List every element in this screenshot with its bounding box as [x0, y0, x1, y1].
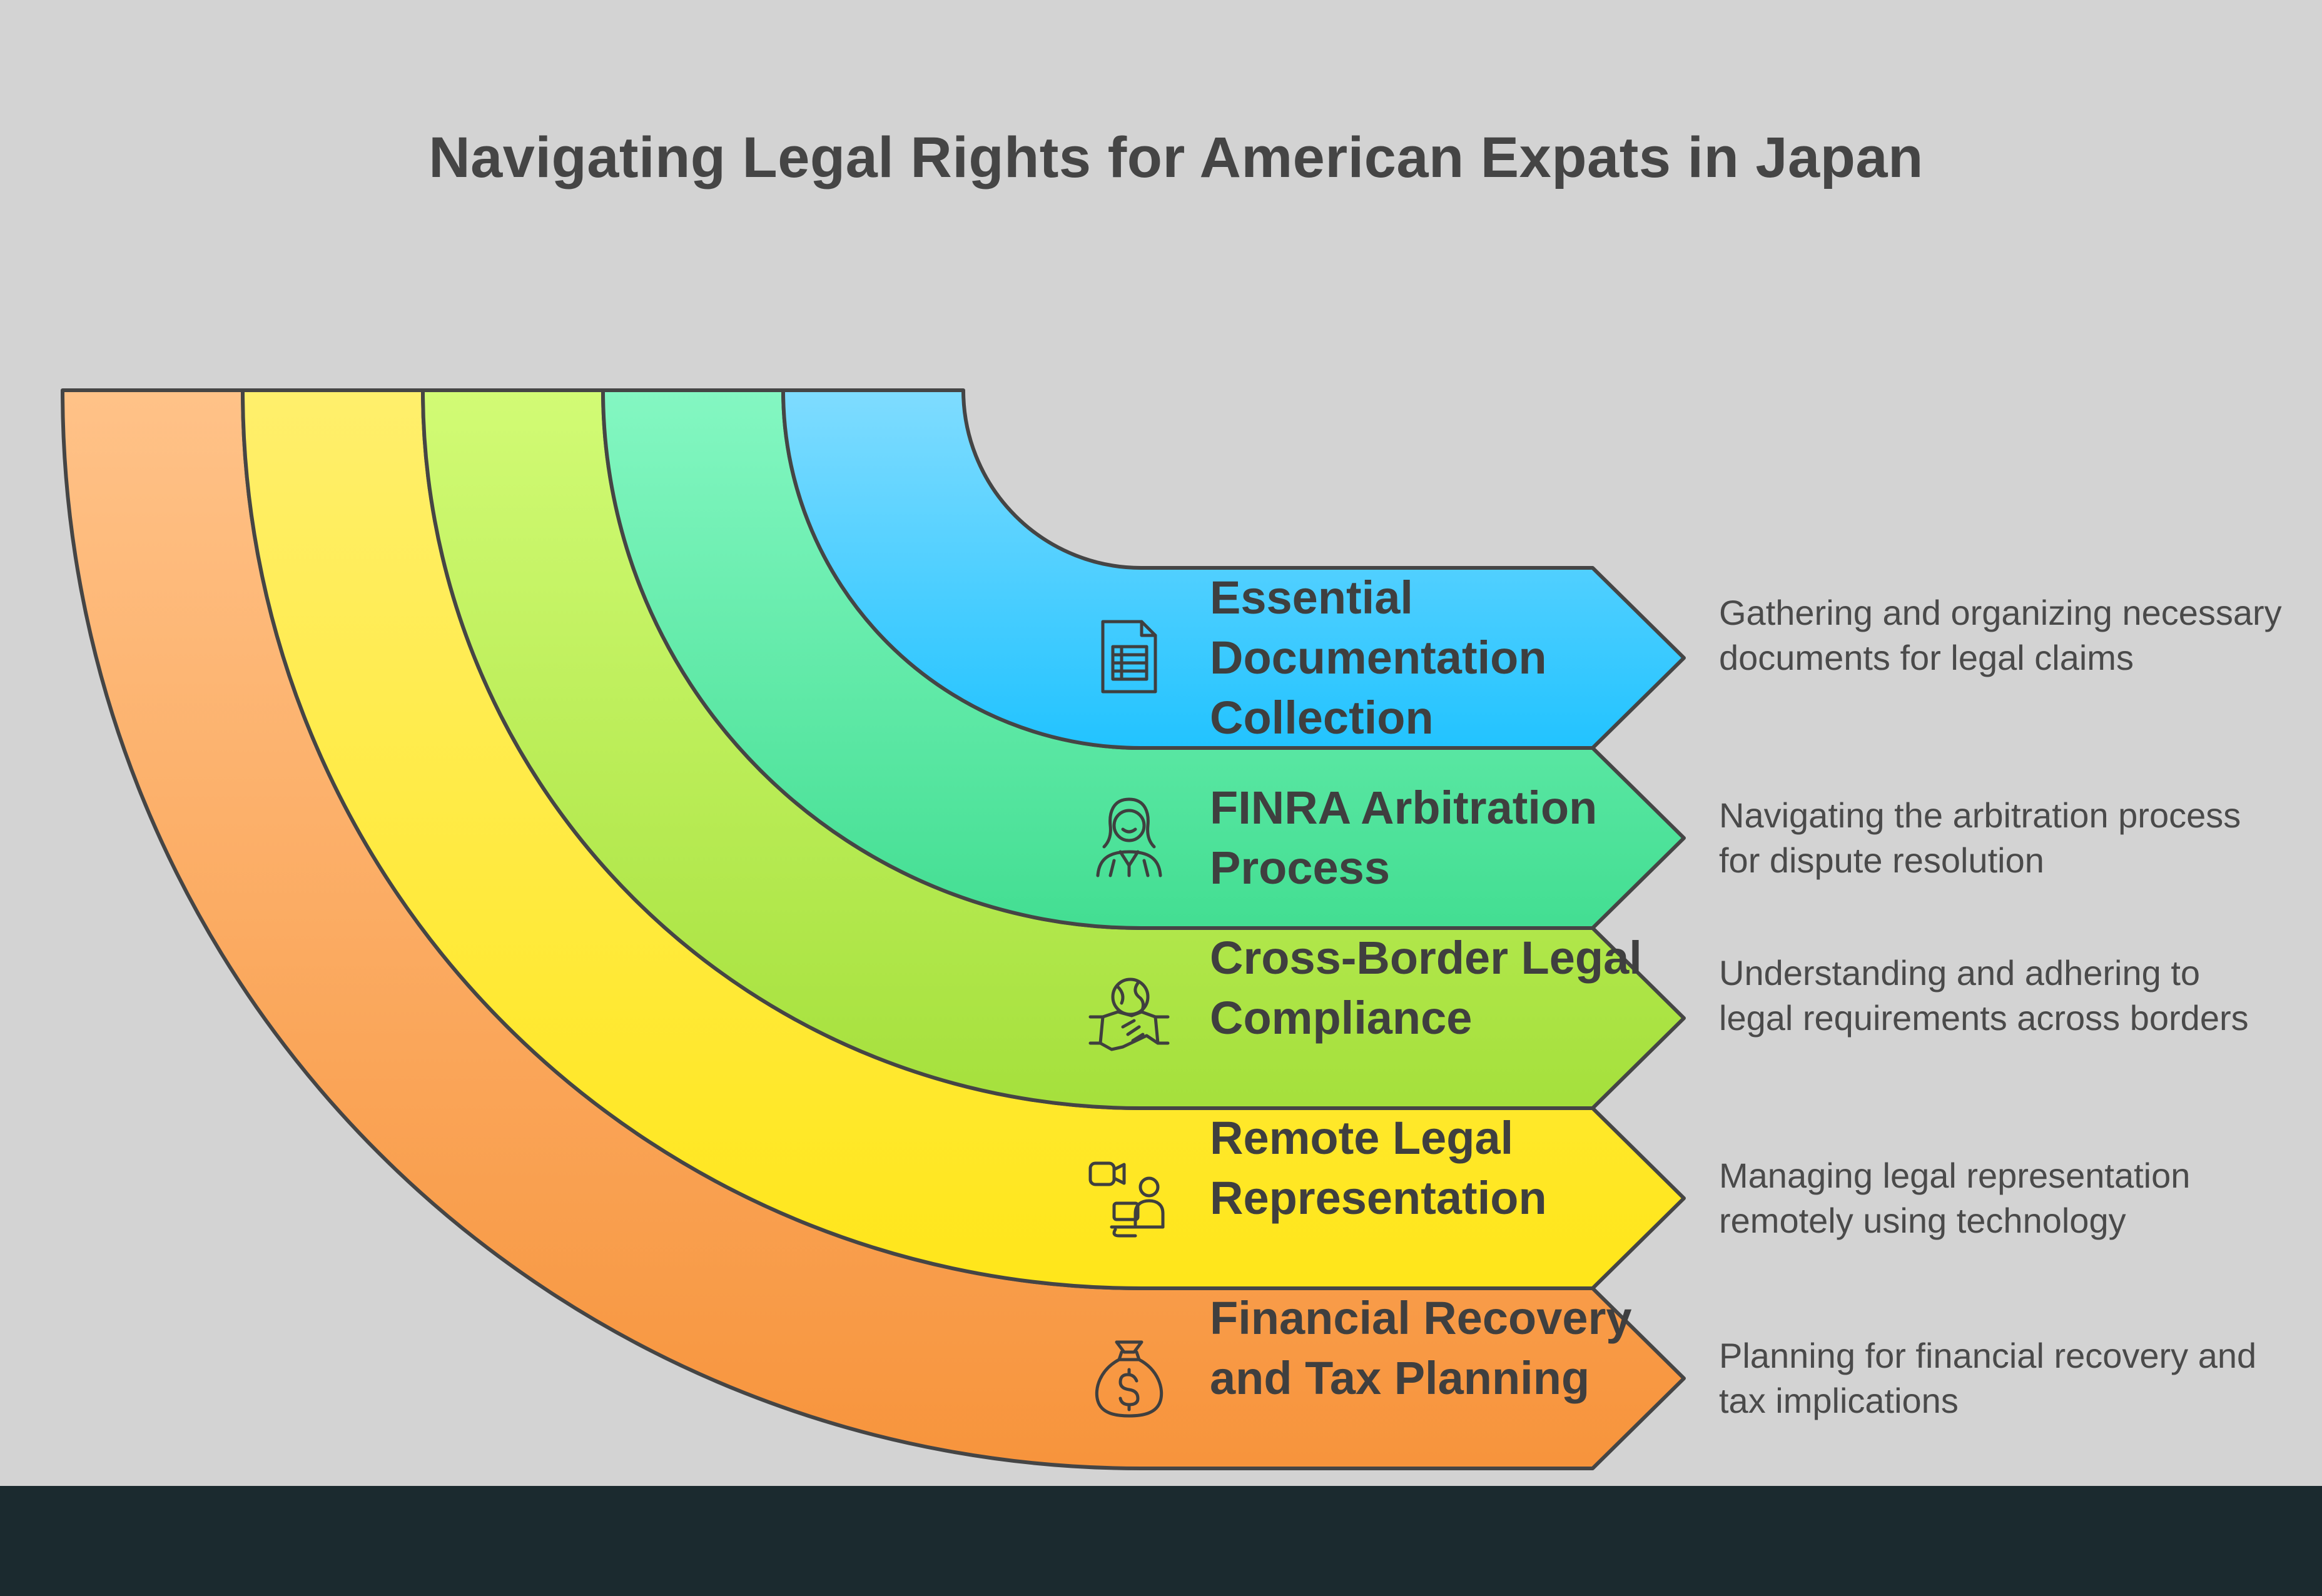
band-4-description: Managing legal representation remotely u… — [1719, 1156, 2191, 1240]
band-2-label: FINRA Arbitration Process — [1210, 782, 1598, 894]
document-icon — [1085, 613, 1173, 700]
band-3-label: Cross-Border Legal Compliance — [1210, 932, 1642, 1044]
arbitrator-icon — [1085, 793, 1173, 881]
band-5-description: Planning for financial recovery and tax … — [1719, 1336, 2257, 1420]
footer-bar — [0, 1486, 2322, 1596]
band-1-description: Gathering and organizing necessary docum… — [1719, 593, 2282, 677]
band-4-label: Remote Legal Representation — [1210, 1112, 1547, 1224]
handshake-globe-icon — [1085, 973, 1173, 1061]
band-1-shape — [781, 388, 1686, 750]
money-bag-icon — [1085, 1333, 1173, 1421]
band-1-label: Essential Documentation Collection — [1210, 572, 1547, 744]
band-2-description: Navigating the arbitration process for d… — [1719, 795, 2241, 880]
band-5-label: Financial Recovery and Tax Planning — [1210, 1292, 1632, 1404]
page-title: Navigating Legal Rights for American Exp… — [428, 126, 1924, 189]
band-3-description: Understanding and adhering to legal requ… — [1719, 953, 2249, 1038]
video-meeting-icon — [1085, 1153, 1173, 1241]
